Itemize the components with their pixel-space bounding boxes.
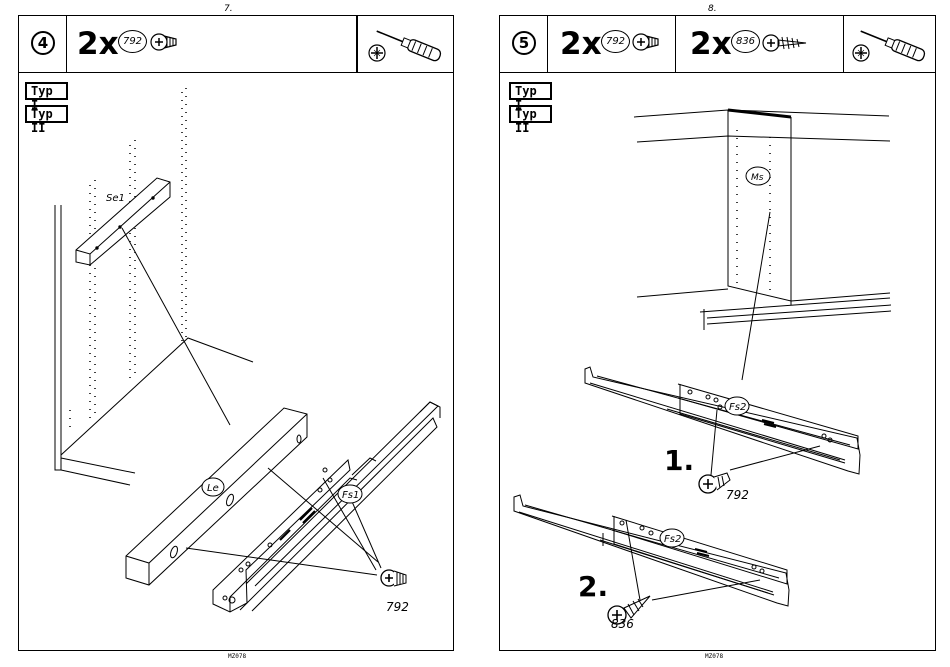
label-screw-836: 836 [611, 617, 634, 631]
label-fs2-bottom: Fs2 [664, 534, 681, 545]
drawer-runner-top [585, 367, 860, 474]
step-1-marker: 1. [664, 444, 694, 477]
drawer-runner-bottom [514, 495, 789, 606]
footer-code-right: MZ078 [705, 653, 723, 660]
leader-line-ms [742, 212, 770, 380]
middle-panel-ms [634, 110, 891, 330]
label-ms: Ms [751, 173, 764, 183]
label-screw-792: 792 [726, 488, 749, 502]
step-2-marker: 2. [578, 570, 608, 603]
label-fs2-top: Fs2 [729, 402, 746, 413]
